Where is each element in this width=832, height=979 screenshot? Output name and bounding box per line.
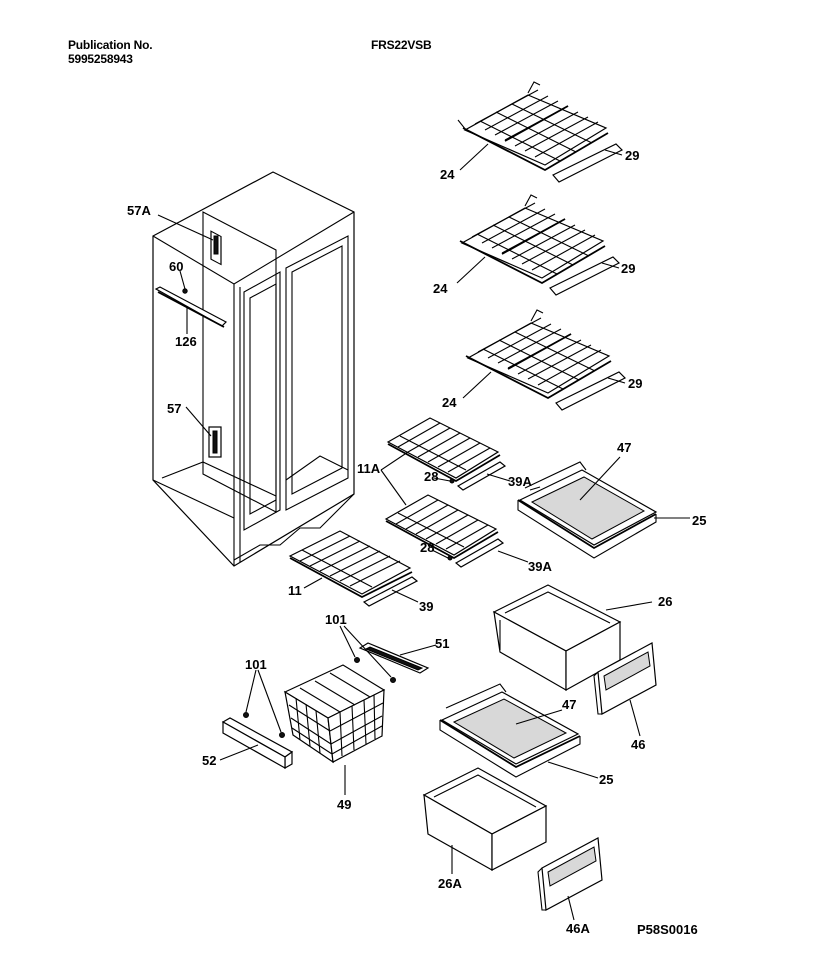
small-shelf-group [380, 417, 529, 568]
callout-29: 29 [628, 376, 643, 391]
freezer-basket-49 [283, 664, 386, 795]
publication-label: Publication No. [68, 38, 153, 52]
callout-24: 24 [440, 167, 455, 182]
callout-49: 49 [337, 797, 352, 812]
callout-52: 52 [202, 753, 217, 768]
bracket-52 [219, 669, 294, 770]
crisper-drawer-lower [422, 767, 548, 874]
callout-57: 57 [167, 401, 182, 416]
drawer-front-46a [537, 837, 603, 921]
callout-47: 47 [617, 440, 632, 455]
callout-51: 51 [435, 636, 450, 651]
callout-39a: 39A [508, 474, 532, 489]
callout-26: 26 [658, 594, 673, 609]
crisper-drawer-upper [492, 584, 653, 692]
publication-number: 5995258943 [68, 52, 133, 66]
freezer-shelf-group [456, 81, 627, 411]
callout-126: 126 [175, 334, 197, 349]
callout-26a: 26A [438, 876, 462, 891]
callout-11: 11 [288, 583, 302, 598]
callout-25: 25 [599, 772, 614, 787]
crisper-cover-lower [439, 683, 599, 779]
bracket-51 [339, 625, 437, 683]
drawing-id: P58S0016 [637, 922, 698, 937]
crisper-cover-upper [517, 456, 690, 559]
callout-29: 29 [625, 148, 640, 163]
callout-28: 28 [424, 469, 439, 484]
callout-25: 25 [692, 513, 707, 528]
callout-47: 47 [562, 697, 577, 712]
callout-24: 24 [442, 395, 457, 410]
callout-29: 29 [621, 261, 636, 276]
model-number: FRS22VSB [371, 38, 432, 52]
callout-46: 46 [631, 737, 646, 752]
cabinet-drawing [152, 171, 355, 567]
callout-101: 101 [245, 657, 267, 672]
callout-11a: 11A [357, 461, 381, 476]
callout-46a: 46A [566, 921, 590, 936]
shelf-11-drawing [288, 530, 419, 607]
drawer-front-46 [593, 642, 657, 737]
callout-28: 28 [420, 540, 435, 555]
callout-101: 101 [325, 612, 347, 627]
callout-24: 24 [433, 281, 448, 296]
callout-39: 39 [419, 599, 434, 614]
callout-57a: 57A [127, 203, 151, 218]
callout-60: 60 [169, 259, 184, 274]
callout-39a: 39A [528, 559, 552, 574]
